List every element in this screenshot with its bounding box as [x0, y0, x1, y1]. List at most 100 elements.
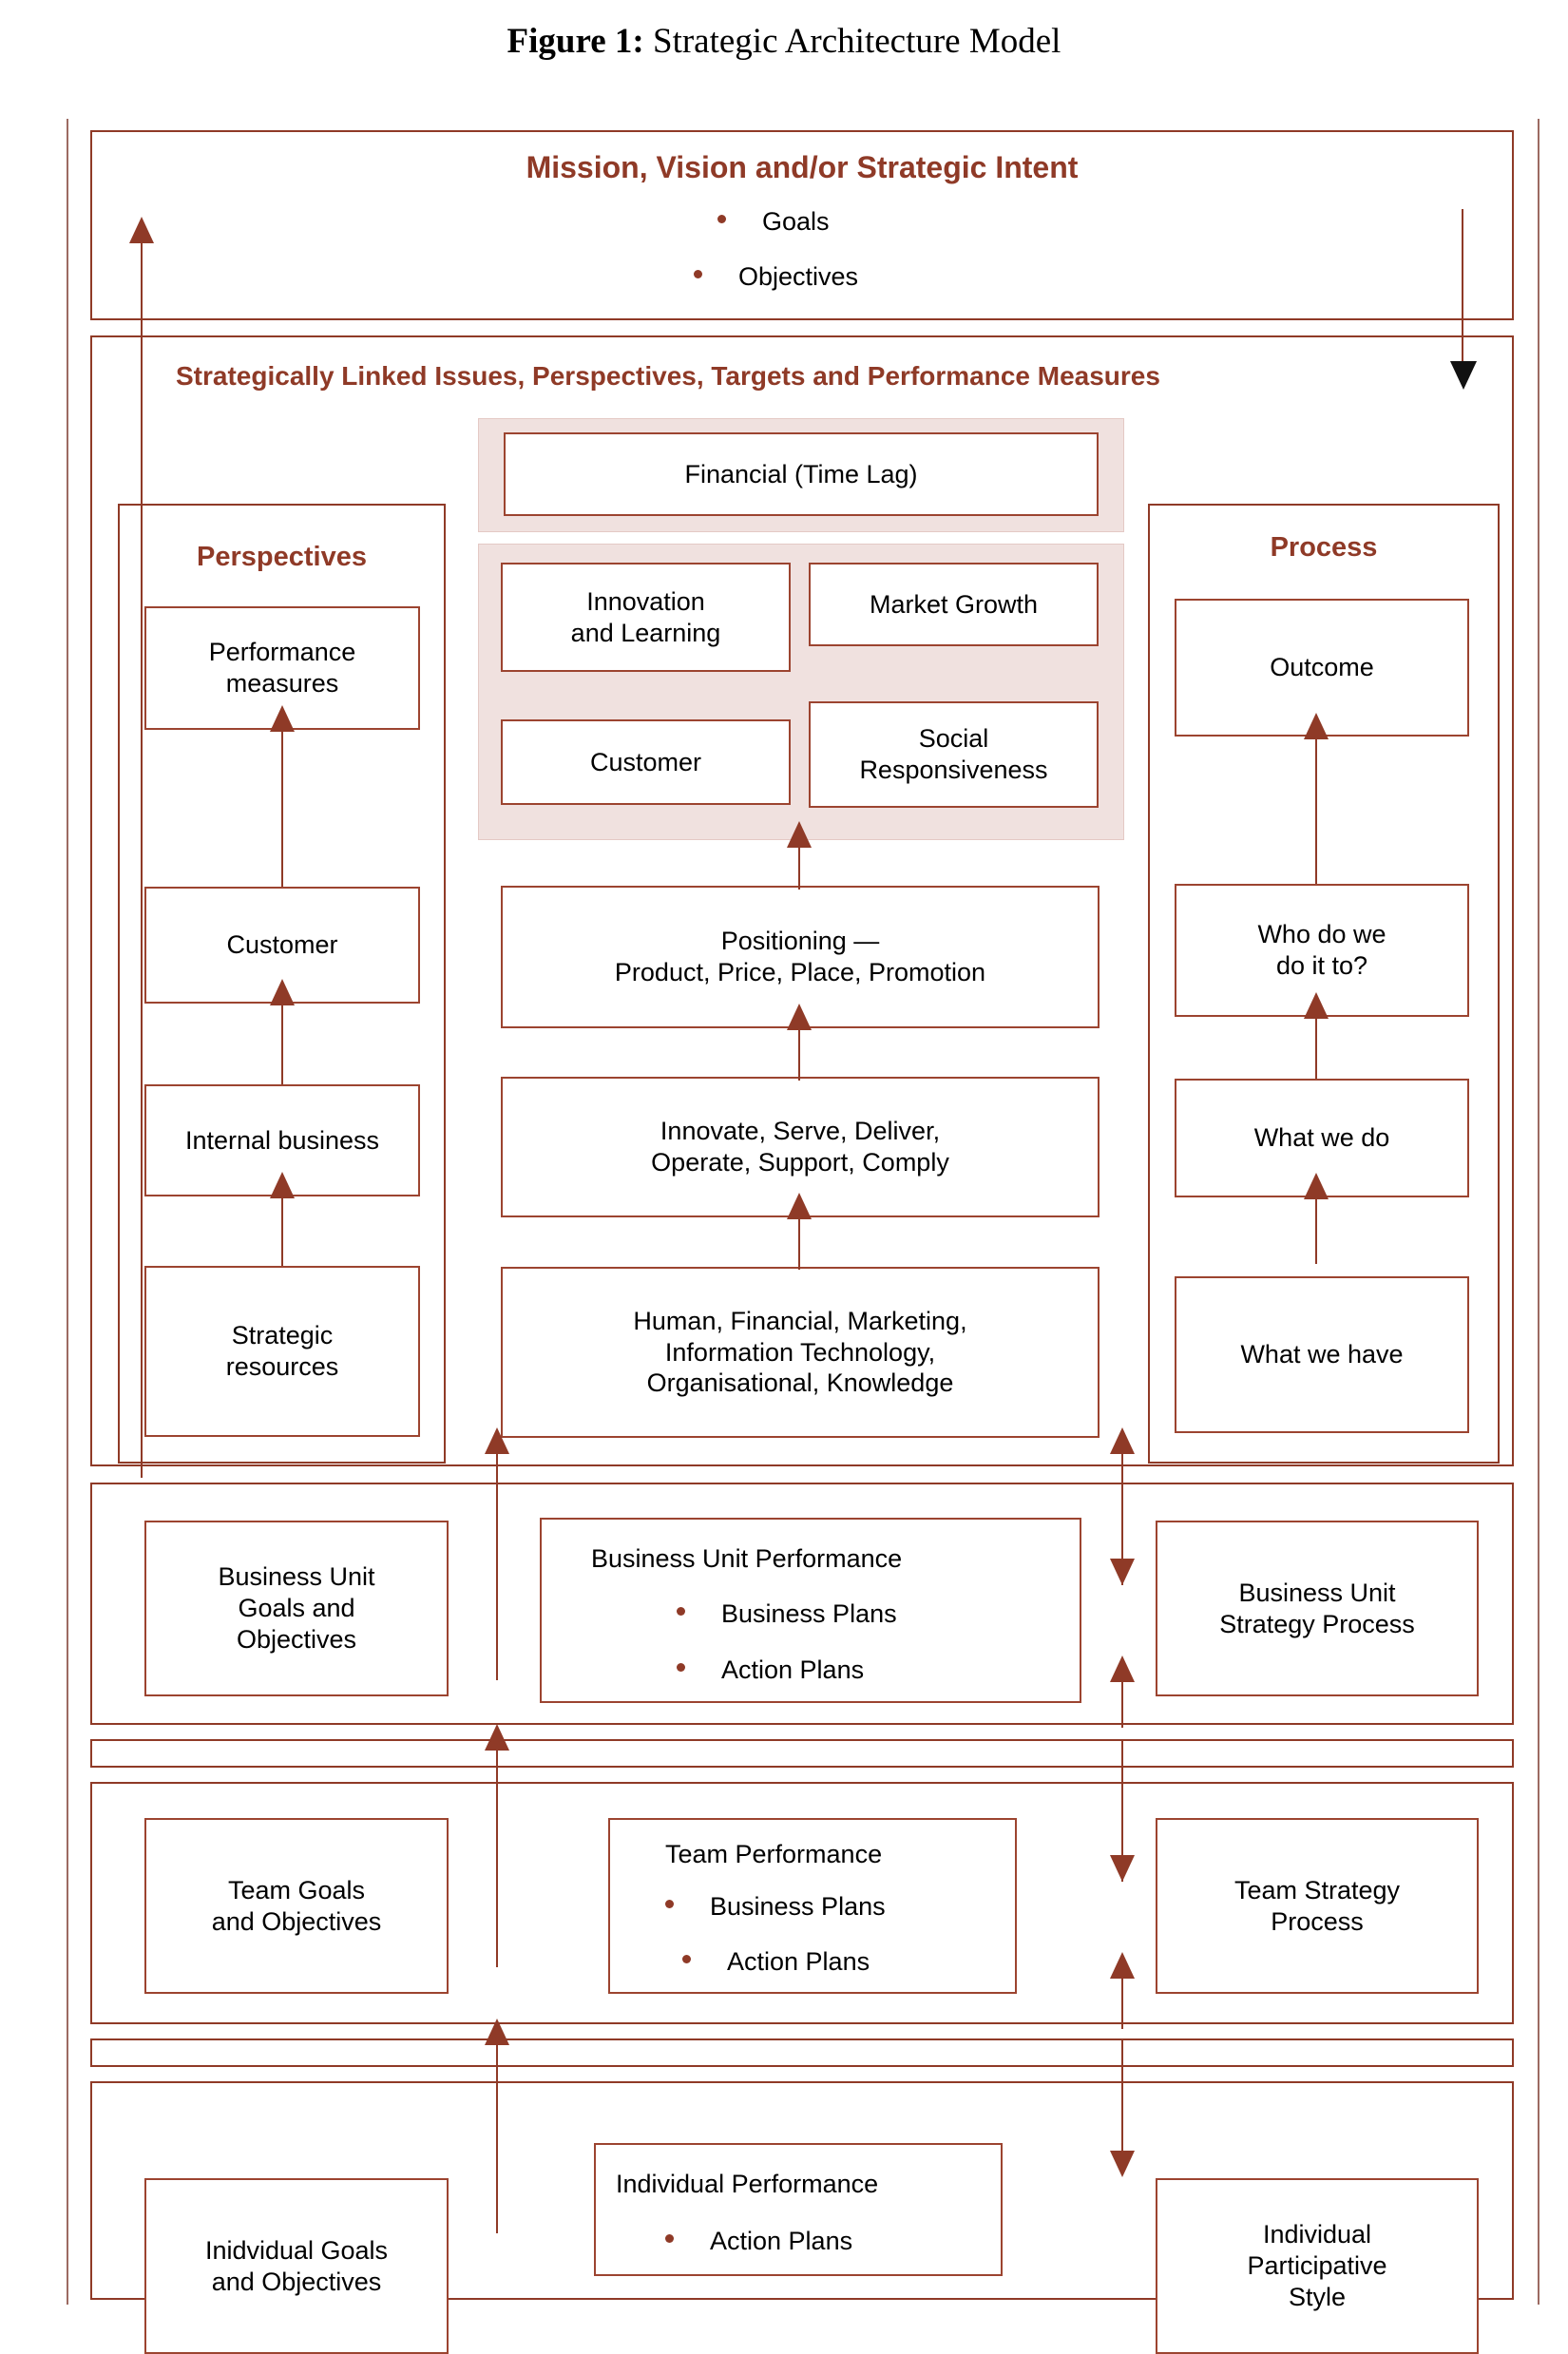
perspectives-column [118, 504, 446, 1464]
arrow-head-up-icon [787, 821, 812, 848]
box-individual-performance [594, 2143, 1003, 2276]
arrow-head-up-icon [129, 217, 154, 243]
box-customer-perspective: Customer [501, 719, 791, 805]
page-rule-left [67, 119, 68, 2305]
bullet-dot-icon [665, 2234, 674, 2244]
arrow-head-up-icon [1304, 992, 1329, 1019]
arrow-head-up-icon [270, 979, 295, 1005]
arrow-head-up-icon [485, 1427, 509, 1454]
team-performance-title: Team Performance [665, 1840, 883, 1868]
arrow-head-up-icon [1110, 1655, 1135, 1682]
triangle-down-icon [1450, 361, 1477, 390]
arrow-shaft-resources-to-internal [281, 1196, 283, 1266]
business-unit-bullet-business-plans: Business Plans [677, 1599, 897, 1629]
strategy-heading: Strategically Linked Issues, Perspective… [176, 361, 1160, 391]
figure-title: Figure 1: Strategic Architecture Model [0, 21, 1568, 62]
arrow-shaft-positioning-to-quad [798, 846, 800, 890]
figure-title-text: Strategic Architecture Model [653, 22, 1061, 61]
arrow-head-up-icon [787, 1004, 812, 1030]
box-human-financial-marketing: Human, Financial, Marketing, Information… [501, 1267, 1100, 1438]
individual-performance-title: Individual Performance [616, 2170, 879, 2198]
bullet-dot-icon [677, 1607, 685, 1617]
bullet-label: Business Plans [710, 1892, 886, 1921]
figure-label: Figure 1: [507, 22, 644, 61]
arrow-shaft-team-to-individual-right [1121, 2038, 1123, 2172]
arrow-shaft-bu-up-right [1121, 1680, 1123, 1728]
bullet-label: Business Plans [721, 1599, 897, 1628]
bullet-dot-icon [677, 1663, 685, 1673]
mission-bullet-label: Goals [762, 207, 830, 236]
band-individual [90, 2081, 1514, 2300]
arrow-shaft-innovate-to-positioning [798, 1028, 800, 1081]
mission-bullet-objectives: Objectives [694, 262, 858, 292]
process-column [1148, 504, 1500, 1464]
arrow-shaft-strategy-to-bu-right [1121, 1433, 1123, 1585]
arrow-head-up-icon [270, 1172, 295, 1198]
arrow-head-up-icon [1304, 713, 1329, 739]
box-strategic-resources: Strategic resources [144, 1266, 420, 1437]
arrow-shaft-bu-to-team-right [1121, 1739, 1123, 1882]
arrow-shaft-who-to-outcome [1315, 737, 1317, 884]
arrow-shaft-left-to-mission [141, 242, 143, 1478]
arrow-head-up-icon [485, 2019, 509, 2045]
page-rule-right [1538, 119, 1539, 2305]
box-individual-goals: Inidvidual Goals and Objectives [144, 2178, 449, 2354]
box-innovation-and-learning: Innovation and Learning [501, 563, 791, 672]
box-social-responsiveness: Social Responsiveness [809, 701, 1099, 808]
band-strategy [90, 335, 1514, 1466]
arrow-head-up-icon [1304, 1173, 1329, 1199]
mission-heading: Mission, Vision and/or Strategic Intent [526, 150, 1079, 184]
arrow-head-down-icon [1110, 2151, 1135, 2177]
box-team-goals: Team Goals and Objectives [144, 1818, 449, 1994]
box-what-we-have: What we have [1175, 1276, 1469, 1433]
box-financial-time-lag: Financial (Time Lag) [504, 432, 1099, 516]
bullet-label: Action Plans [710, 2227, 853, 2255]
arrow-shaft-whathave-to-whatdo [1315, 1197, 1317, 1264]
arrow-head-down-icon [1110, 1855, 1135, 1882]
arrow-shaft-internal-to-customer [281, 1004, 283, 1084]
box-innovate-serve-deliver: Innovate, Serve, Deliver, Operate, Suppo… [501, 1077, 1100, 1217]
box-business-unit-strategy-process: Business Unit Strategy Process [1156, 1521, 1479, 1696]
process-column-title: Process [1270, 532, 1378, 563]
box-market-growth: Market Growth [809, 563, 1099, 646]
mission-bullet-label: Objectives [738, 262, 859, 291]
arrow-head-down-icon [1110, 1559, 1135, 1585]
band-divider-team-individual [90, 2038, 1514, 2067]
box-business-unit-performance [540, 1518, 1081, 1703]
box-team-performance [608, 1818, 1017, 1994]
arrow-shaft-bu-to-strategy [496, 1452, 498, 1680]
arrow-shaft-team-to-bu-left [496, 1749, 498, 1967]
arrow-head-up-icon [1110, 1952, 1135, 1979]
arrow-head-up-icon [270, 705, 295, 732]
arrow-shaft-whatdo-to-who [1315, 1017, 1317, 1079]
bullet-label: Action Plans [721, 1655, 865, 1684]
arrow-head-up-icon [1110, 1427, 1135, 1454]
band-business-unit [90, 1483, 1514, 1725]
arrow-shaft-individual-to-team-left [496, 2043, 498, 2233]
box-individual-participative-style: Individual Participative Style [1156, 2178, 1479, 2354]
box-business-unit-goals: Business Unit Goals and Objectives [144, 1521, 449, 1696]
arrow-head-up-icon [787, 1193, 812, 1219]
bullet-dot-icon [682, 1955, 691, 1964]
bullet-label: Action Plans [727, 1947, 870, 1976]
business-unit-bullet-action-plans: Action Plans [677, 1655, 864, 1685]
team-bullet-business-plans: Business Plans [665, 1892, 886, 1922]
band-mission [90, 130, 1514, 320]
business-unit-performance-title: Business Unit Performance [591, 1544, 903, 1573]
mission-bullet-goals: Goals [717, 207, 830, 237]
individual-bullet-action-plans: Action Plans [665, 2227, 852, 2256]
bullet-dot-icon [665, 1900, 674, 1909]
band-divider-bu-team [90, 1739, 1514, 1768]
arrow-shaft-customer-to-measures [281, 730, 283, 887]
arrow-shaft-human-to-innovate [798, 1217, 800, 1270]
bullet-dot-icon [694, 270, 702, 279]
band-team [90, 1782, 1514, 2024]
arrow-shaft-team-up-right [1121, 1977, 1123, 2029]
box-what-we-do: What we do [1175, 1079, 1469, 1197]
arrow-head-up-icon [485, 1724, 509, 1751]
box-team-strategy-process: Team Strategy Process [1156, 1818, 1479, 1994]
team-bullet-action-plans: Action Plans [682, 1947, 870, 1977]
arrow-shaft-mission-to-strategy [1462, 209, 1463, 375]
bullet-dot-icon [717, 215, 726, 224]
